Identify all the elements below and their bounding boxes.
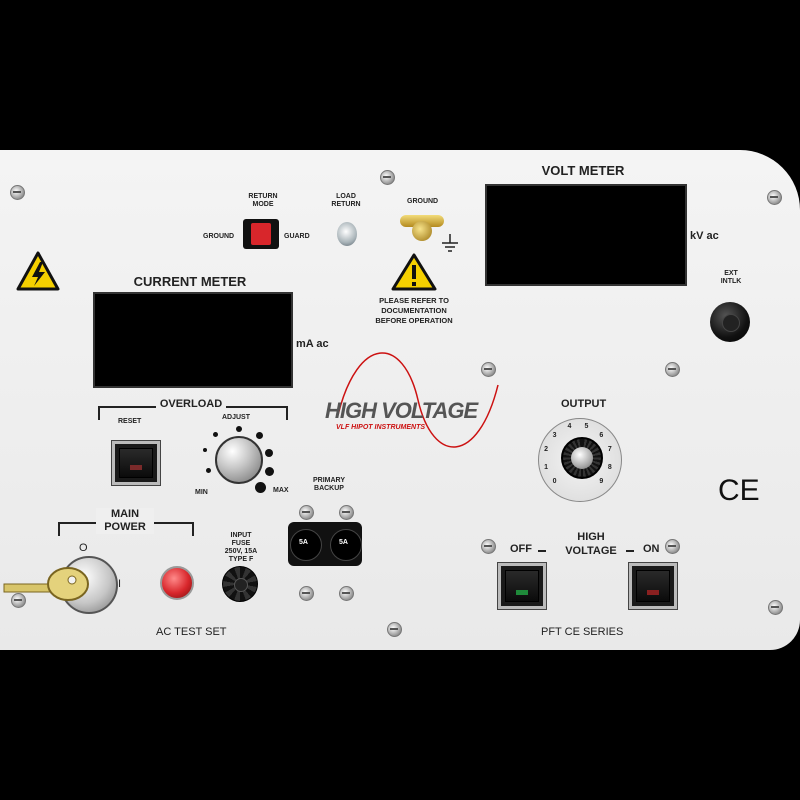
current-meter-display [93, 292, 293, 388]
ac-test-set-label: AC TEST SET [156, 626, 227, 638]
kv-ac-unit: kV ac [690, 230, 719, 242]
ext-interlock-connector[interactable] [710, 302, 750, 342]
hv-off-label: OFF [510, 543, 532, 555]
ma-ac-unit: mA ac [296, 338, 329, 350]
panel-screw [768, 600, 783, 615]
adjust-dot [255, 482, 266, 493]
panel-screw [481, 539, 496, 554]
adjust-dot [213, 432, 218, 437]
adjust-dot [236, 426, 242, 432]
output-label: OUTPUT [561, 398, 607, 410]
high-voltage-on-button[interactable] [629, 563, 677, 609]
input-fuse-holder[interactable] [222, 566, 258, 602]
min-label: MIN [195, 489, 208, 496]
volt-meter-label: VOLT METER [541, 163, 625, 178]
return-ground-label: GROUND [203, 233, 235, 240]
panel-screw [299, 586, 314, 601]
panel-screw [767, 190, 782, 205]
return-mode-switch[interactable] [243, 219, 279, 249]
brand-logo-subtitle: VLF HIPOT INSTRUMENTS [336, 424, 426, 431]
output-dial-number: 6 [599, 431, 604, 439]
load-return-label: LOAD RETURN [331, 193, 361, 208]
panel-screw [380, 170, 395, 185]
high-voltage-warning-icon [16, 251, 60, 291]
panel-screw [339, 505, 354, 520]
hv-off-dash [538, 550, 546, 552]
output-dial-number: 4 [567, 423, 572, 431]
adjust-dot [256, 432, 263, 439]
panel-screw [339, 586, 354, 601]
key-icon[interactable] [2, 566, 90, 602]
ext-intlk-label: EXT INTLK [720, 270, 742, 285]
adjust-dot [203, 448, 207, 452]
adjust-dot [206, 468, 211, 473]
output-dial-number: 3 [552, 431, 557, 439]
adjust-dot [265, 467, 274, 476]
return-mode-label: RETURN MODE [248, 193, 278, 208]
load-return-terminal[interactable] [337, 222, 357, 246]
max-label: MAX [273, 487, 289, 494]
output-voltage-knob[interactable] [561, 437, 603, 479]
ground-symbol-icon [442, 234, 458, 252]
output-dial-number: 8 [607, 463, 612, 471]
volt-meter-display [485, 184, 687, 286]
series-label: PFT CE SERIES [541, 626, 624, 638]
panel-screw [387, 622, 402, 637]
high-voltage-off-button[interactable] [498, 563, 546, 609]
overload-adjust-knob[interactable] [215, 436, 263, 484]
hv-on-label: ON [643, 543, 660, 555]
documentation-warning-text: PLEASE REFER TO DOCUMENTATION BEFORE OPE… [375, 296, 453, 325]
key-switch-i-label: I [118, 578, 122, 590]
output-dial-number: 5 [584, 423, 589, 431]
panel-screw [11, 593, 26, 608]
output-dial-number: 1 [544, 463, 549, 471]
sine-wave-graphic [337, 352, 499, 448]
ground-terminal-knob[interactable] [400, 213, 444, 241]
return-guard-label: GUARD [284, 233, 310, 240]
ce-mark: CE [718, 474, 760, 507]
panel-screw [299, 505, 314, 520]
output-dial-number: 0 [552, 478, 557, 486]
current-meter-label: CURRENT METER [133, 274, 247, 289]
main-power-label: MAIN POWER [96, 508, 154, 534]
input-fuse-label: INPUT FUSE 250V, 15A TYPE F [224, 532, 258, 563]
caution-warning-icon [391, 253, 437, 291]
adjust-label: ADJUST [222, 414, 251, 421]
fuse-rating-tag: 5A [339, 539, 348, 546]
backup-fuse-left[interactable]: 5A [290, 529, 322, 561]
ground-terminal-label: GROUND [407, 198, 439, 205]
reset-label: RESET [118, 418, 142, 425]
output-dial-number: 2 [544, 446, 549, 454]
fuse-rating-tag: 5A [299, 539, 308, 546]
overload-reset-button[interactable] [112, 441, 160, 485]
high-voltage-label: HIGH VOLTAGE [565, 531, 617, 557]
backup-fuse-right[interactable]: 5A [330, 529, 362, 561]
output-dial-number: 9 [599, 478, 604, 486]
overload-label: OVERLOAD [156, 398, 226, 410]
brand-logo-text: HIGH VOLTAGE [325, 398, 478, 423]
power-indicator-lamp [160, 566, 194, 600]
panel-screw [665, 539, 680, 554]
output-dial-number: 7 [607, 446, 612, 454]
primary-backup-label: PRIMARY BACKUP [312, 477, 346, 492]
hv-on-dash [626, 550, 634, 552]
adjust-dot [265, 449, 273, 457]
panel-screw [10, 185, 25, 200]
panel-screw [665, 362, 680, 377]
key-switch-o-label: O [79, 542, 88, 554]
panel-screw [481, 362, 496, 377]
